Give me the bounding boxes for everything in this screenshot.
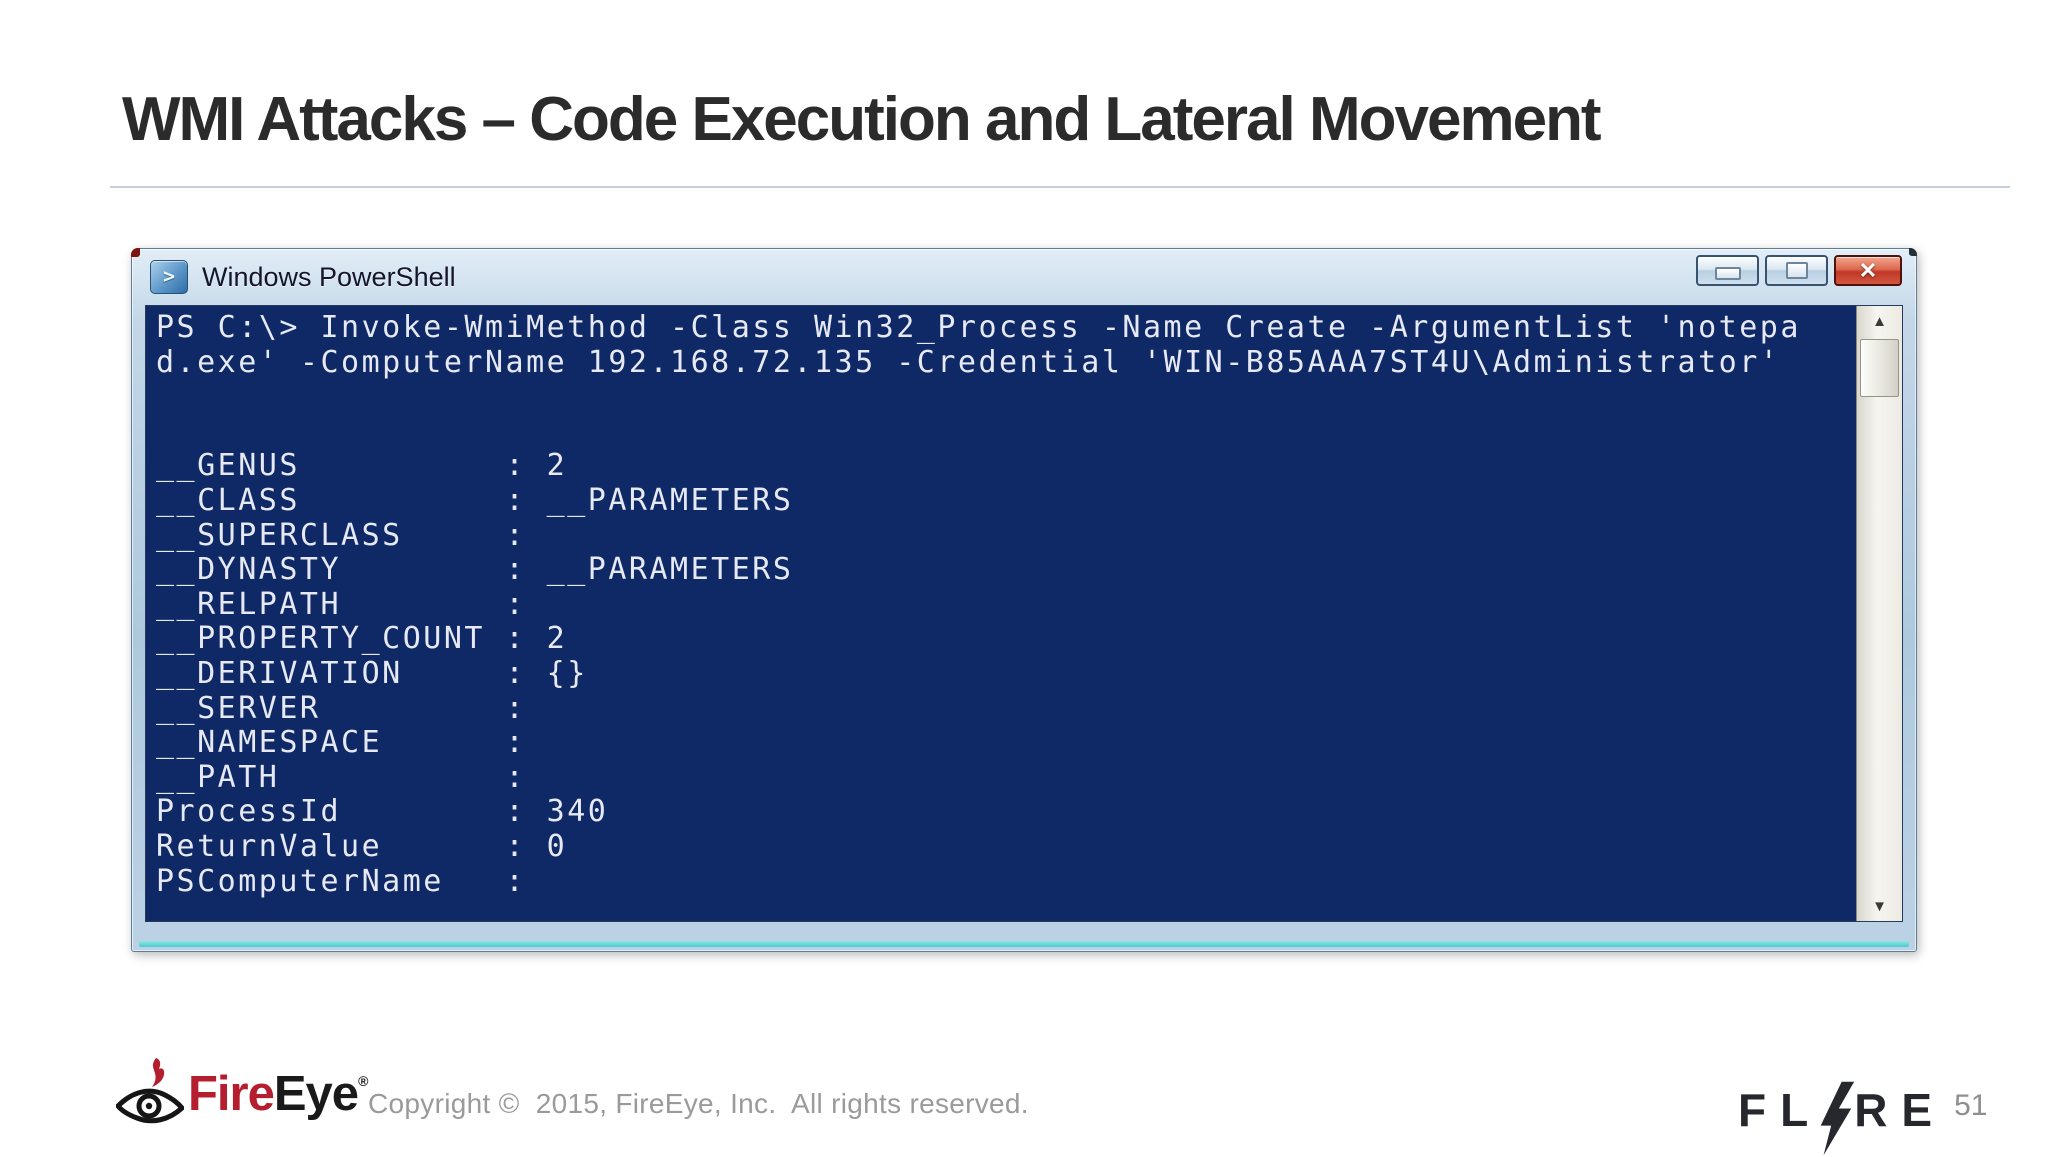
slide-title: WMI Attacks – Code Execution and Lateral… (122, 85, 1602, 154)
window-bottom-accent (139, 941, 1909, 947)
window-title: Windows PowerShell (202, 261, 456, 292)
flare-logotype-right: RE (1854, 1084, 1947, 1136)
powershell-icon: > (150, 260, 188, 294)
fireeye-logotype-fire: Fire (188, 1067, 275, 1121)
vertical-scrollbar[interactable]: ▲ ▼ (1856, 306, 1902, 921)
flare-logotype-left: FL (1738, 1084, 1823, 1136)
window-corner-artifact-left (131, 248, 140, 257)
title-divider (110, 186, 2010, 188)
fireeye-logo: FireEye® (116, 1056, 368, 1132)
lightning-bolt-icon (1820, 1081, 1855, 1156)
scroll-down-button[interactable]: ▼ (1872, 897, 1887, 915)
minimize-icon (1714, 267, 1741, 280)
registered-trademark-symbol: ® (358, 1073, 368, 1089)
page-number: 51 (1954, 1089, 1988, 1122)
close-button[interactable]: ✕ (1834, 255, 1902, 286)
fireeye-logotype: FireEye® (188, 1066, 368, 1122)
window-controls: ✕ (1696, 255, 1902, 286)
window-titlebar[interactable]: > Windows PowerShell ✕ (132, 249, 1916, 305)
minimize-button[interactable] (1696, 255, 1759, 286)
maximize-button[interactable] (1765, 255, 1828, 286)
close-icon: ✕ (1858, 257, 1878, 283)
copyright-text: Copyright © 2015, FireEye, Inc. All righ… (368, 1088, 1029, 1119)
console-area[interactable]: PS C:\> Invoke-WmiMethod -Class Win32_Pr… (145, 305, 1903, 922)
flare-logo: FL RE 51 (1738, 1070, 1988, 1156)
powershell-window: > Windows PowerShell ✕ PS C:\> Invoke-Wm… (131, 248, 1917, 952)
scrollbar-thumb[interactable] (1860, 339, 1899, 397)
fireeye-eye-flame-icon (116, 1058, 184, 1124)
scroll-up-button[interactable]: ▲ (1872, 312, 1887, 330)
fireeye-logotype-eye: Eye (273, 1067, 359, 1121)
window-corner-artifact-right (1909, 248, 1917, 256)
console-text[interactable]: PS C:\> Invoke-WmiMethod -Class Win32_Pr… (156, 310, 1801, 899)
maximize-icon (1785, 262, 1808, 279)
